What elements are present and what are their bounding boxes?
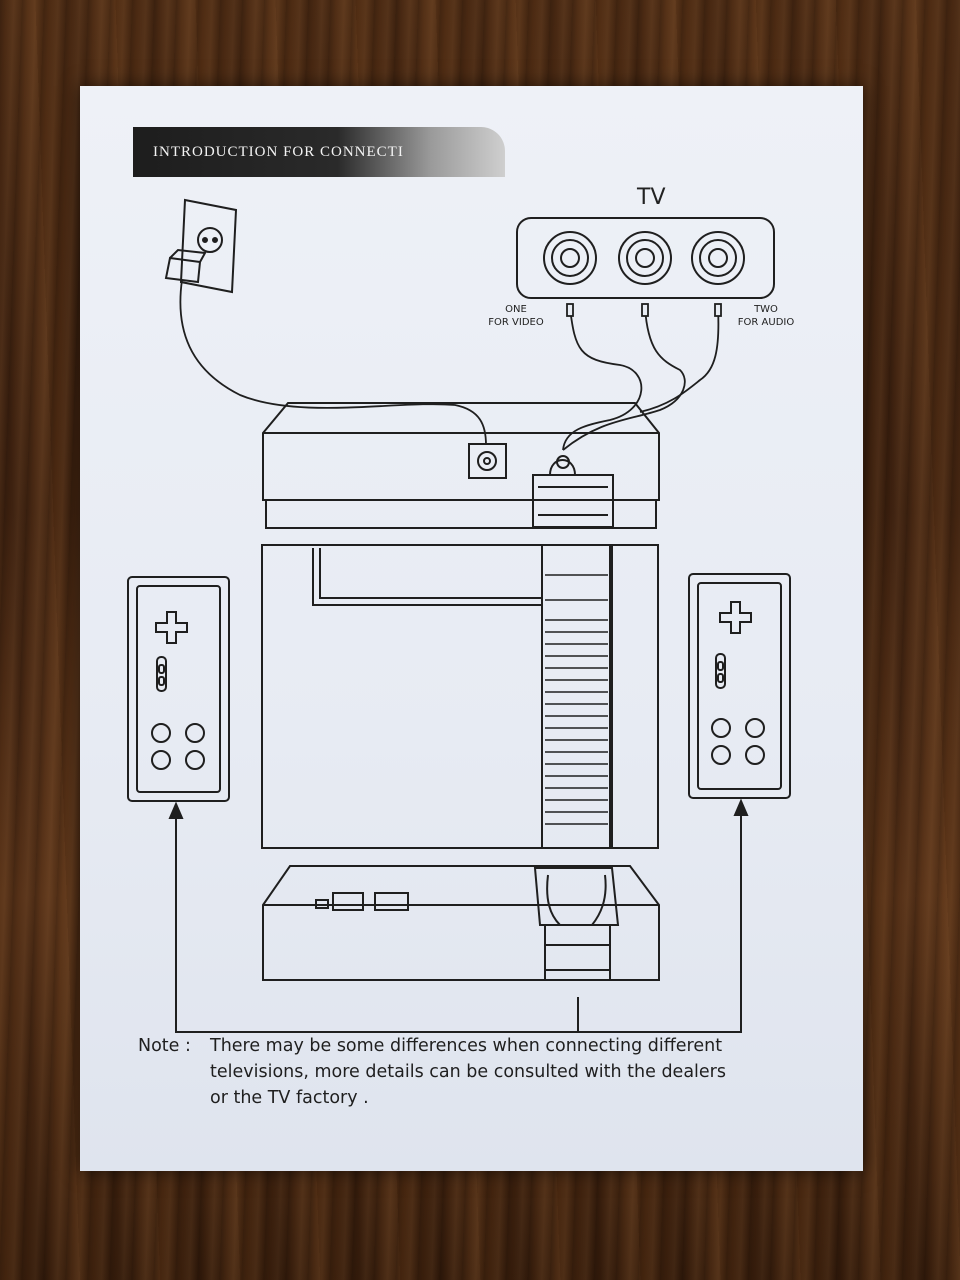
- manual-page: [80, 86, 863, 1171]
- note-line: televisions, more details can be consult…: [210, 1062, 726, 1082]
- section-header: INTRODUCTION FOR CONNECTI: [133, 127, 505, 177]
- port-two-sublabel: FOR AUDIO: [738, 317, 795, 328]
- port-one-sublabel: FOR VIDEO: [488, 317, 544, 328]
- port-one-label: ONE: [505, 304, 527, 315]
- note-block: Note : There may be some differences whe…: [138, 1033, 818, 1111]
- power-outlet-icon: [164, 198, 238, 294]
- arrow-icon: [168, 798, 749, 1033]
- console-front-icon: [262, 865, 660, 981]
- controller-left-icon: [127, 576, 230, 802]
- console-back-icon: [262, 402, 660, 529]
- tv-label: TV: [636, 185, 666, 210]
- controller-right-icon: [688, 573, 791, 799]
- tv-ports-icon: [516, 217, 775, 299]
- note-line: There may be some differences when conne…: [210, 1036, 723, 1056]
- note-text: There may be some differences when conne…: [210, 1033, 818, 1111]
- note-label: Note :: [138, 1036, 191, 1056]
- console-top-icon: [261, 544, 659, 849]
- section-title: INTRODUCTION FOR CONNECTI: [153, 143, 404, 160]
- cables: [179, 279, 722, 451]
- port-two-label: TWO: [753, 304, 778, 315]
- note-line: or the TV factory .: [210, 1088, 369, 1108]
